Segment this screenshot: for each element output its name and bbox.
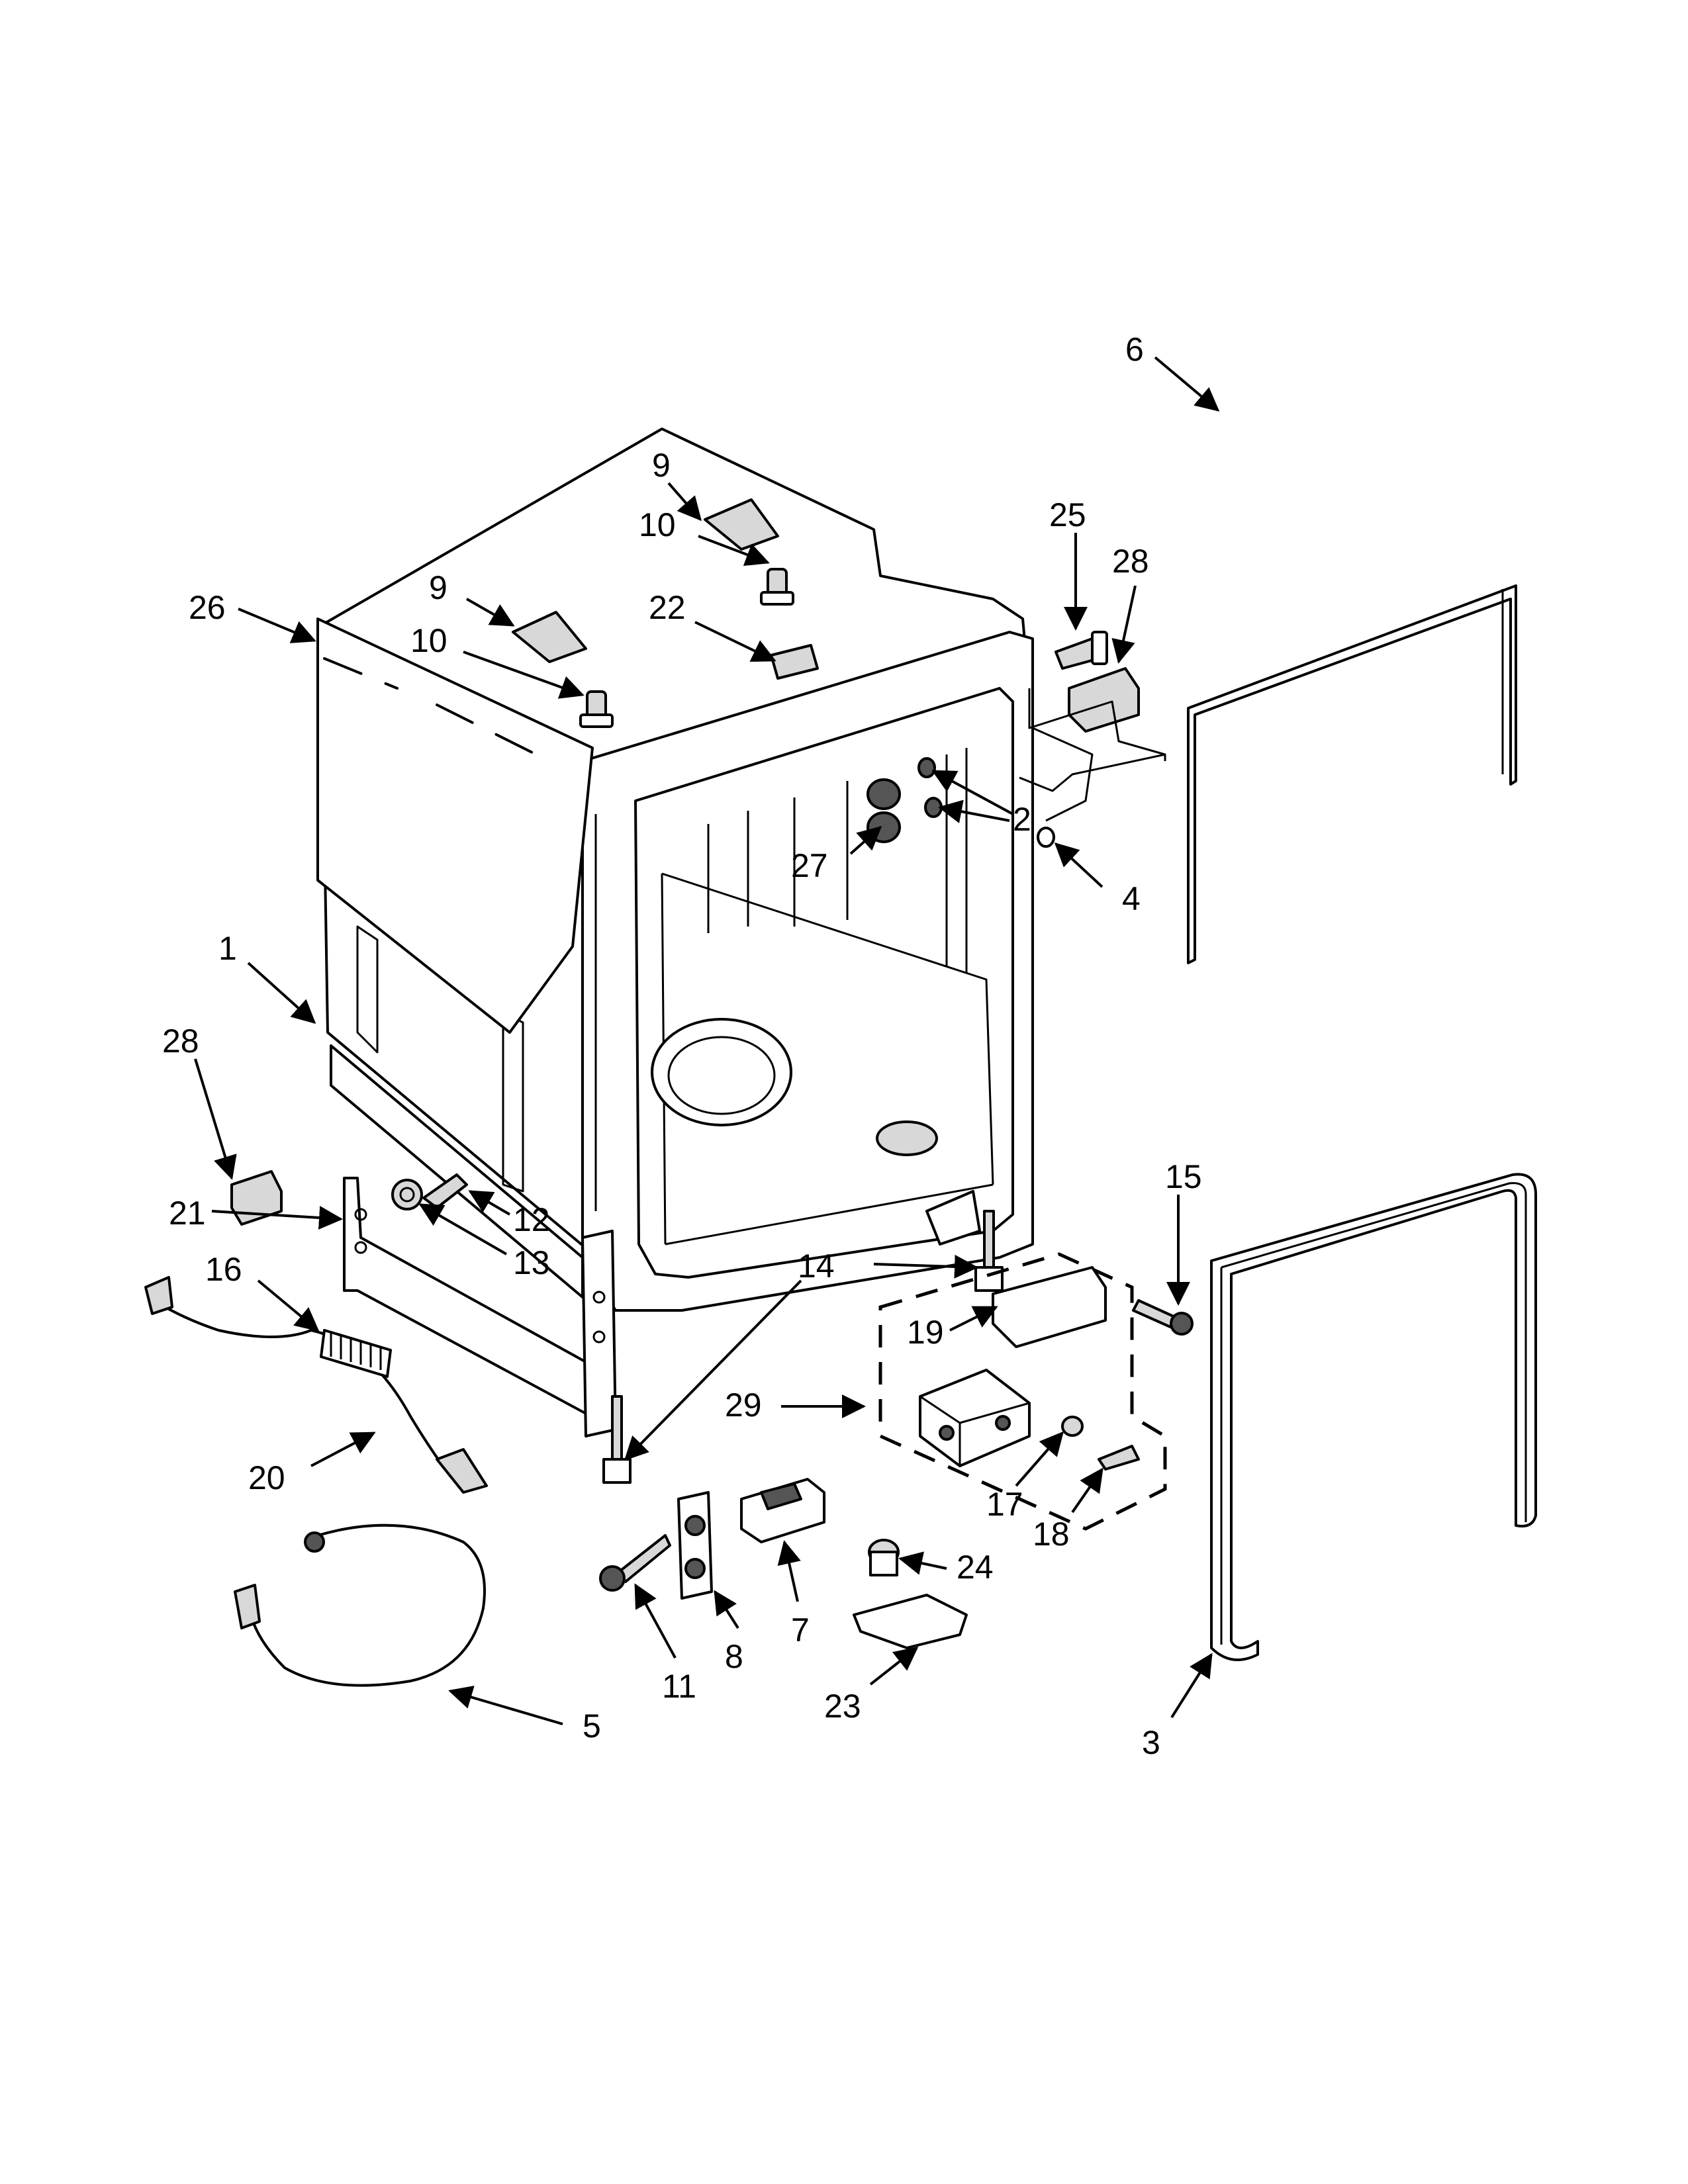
top-clip — [770, 644, 819, 680]
callout-21: 21 — [169, 1195, 206, 1232]
callout-leaders — [194, 356, 1220, 1725]
side-gasket-6 — [1187, 584, 1517, 964]
callout-10-rear: 10 — [639, 506, 676, 543]
junction-cover-19 — [992, 1266, 1107, 1348]
top-bracket-rear — [704, 498, 779, 551]
callout-labels: 9 10 9 10 26 22 25 28 6 2 4 27 1 28 21 1… — [162, 331, 1202, 1761]
top-screw-front — [579, 690, 614, 728]
junction-box-29 — [878, 1252, 1167, 1531]
callout-1: 1 — [218, 930, 237, 967]
roller-13 — [391, 1179, 423, 1210]
callout-27: 27 — [791, 847, 828, 884]
callout-28-right: 28 — [1112, 543, 1149, 580]
top-bracket-front — [512, 611, 587, 663]
callout-13: 13 — [513, 1244, 550, 1281]
callout-3: 3 — [1142, 1724, 1160, 1761]
right-leader-2 — [1019, 753, 1166, 792]
callout-25: 25 — [1049, 496, 1086, 533]
callout-19: 19 — [907, 1314, 944, 1351]
clip-17 — [1061, 1416, 1084, 1437]
callout-4: 4 — [1122, 880, 1141, 917]
roller-8 — [677, 1491, 713, 1600]
wire-harness-5 — [234, 1524, 486, 1687]
right-foot-bracket — [925, 1190, 981, 1246]
callout-12: 12 — [513, 1201, 550, 1238]
callout-11: 11 — [662, 1668, 696, 1705]
callout-2: 2 — [1013, 801, 1031, 838]
washer-4 — [1037, 827, 1055, 848]
screw-15 — [1132, 1299, 1194, 1336]
right-fasteners-leader — [1028, 688, 1166, 822]
callout-16: 16 — [205, 1251, 242, 1288]
top-screw-rear — [760, 568, 794, 606]
insulation-blanket — [316, 617, 594, 1034]
door-gasket-3 — [1210, 1173, 1537, 1661]
door-bumper-28-right — [1068, 667, 1140, 733]
bracket-23 — [853, 1594, 968, 1649]
callout-24: 24 — [957, 1549, 994, 1586]
callout-10-front: 10 — [410, 622, 447, 659]
door-bumper-28-left — [230, 1170, 283, 1226]
callout-20: 20 — [248, 1459, 285, 1496]
side-screw-25 — [1055, 631, 1108, 670]
callout-18: 18 — [1033, 1516, 1070, 1553]
washers-2 — [917, 757, 943, 818]
sensor-24 — [868, 1539, 900, 1576]
callout-23: 23 — [824, 1688, 861, 1725]
callout-5: 5 — [583, 1707, 601, 1745]
callout-17: 17 — [986, 1486, 1023, 1523]
callout-26: 26 — [189, 589, 226, 626]
door-spring-16 — [320, 1329, 392, 1378]
screw-18 — [1098, 1445, 1140, 1471]
leveling-leg-front — [602, 1395, 632, 1484]
callout-8: 8 — [725, 1638, 743, 1675]
callout-9-front: 9 — [429, 569, 447, 606]
callout-6: 6 — [1125, 331, 1144, 368]
callout-28-left: 28 — [162, 1023, 199, 1060]
callout-15: 15 — [1165, 1158, 1202, 1195]
bracket-7 — [740, 1478, 825, 1543]
callout-14: 14 — [798, 1248, 835, 1285]
callout-7: 7 — [791, 1612, 810, 1649]
screw-11 — [599, 1534, 671, 1592]
callout-29: 29 — [725, 1387, 762, 1424]
callout-9-rear: 9 — [652, 447, 671, 484]
callout-22: 22 — [649, 589, 686, 626]
